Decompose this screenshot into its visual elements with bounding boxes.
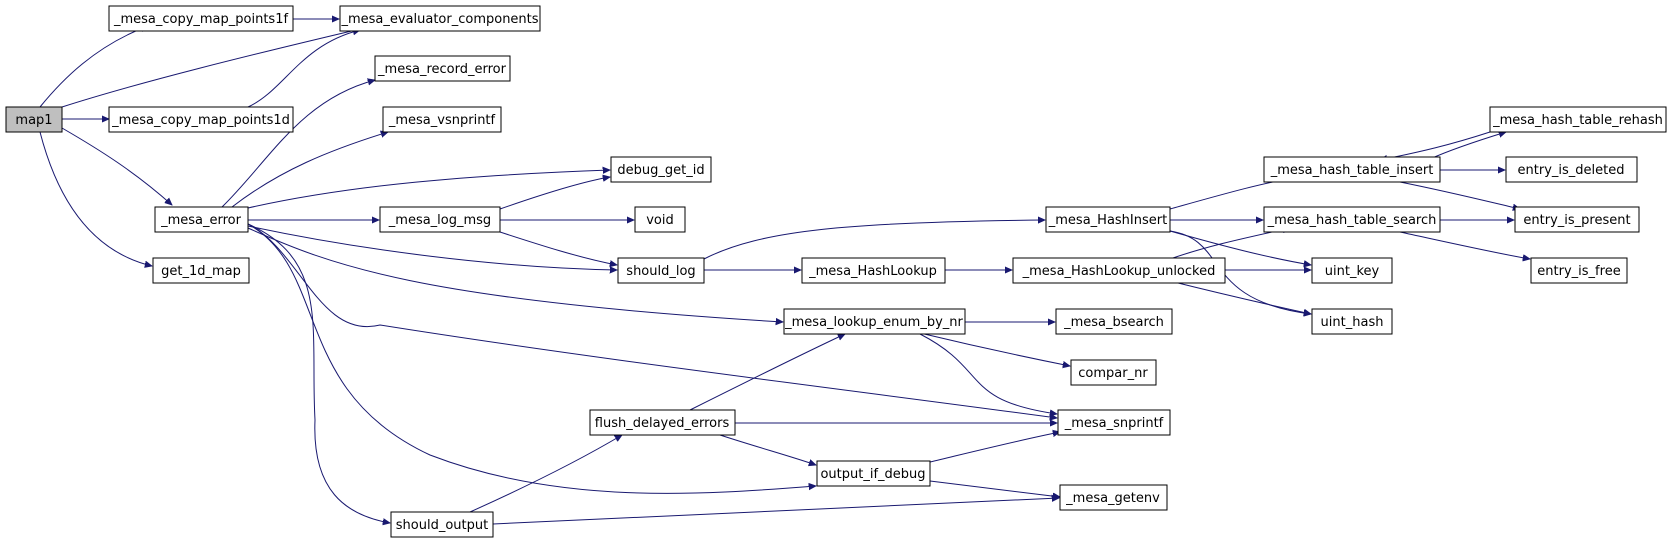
node-output-if-debug[interactable]: output_if_debug — [816, 460, 931, 487]
node-uint-hash[interactable]: uint_hash — [1311, 308, 1393, 335]
node-label: entry_is_deleted — [1518, 163, 1625, 178]
node-getenv[interactable]: _mesa_getenv — [1059, 484, 1168, 511]
node-copy-map-points1f[interactable]: _mesa_copy_map_points1f — [108, 5, 294, 32]
edge-flush-to-lookup-enum — [689, 333, 845, 411]
node-vsnprintf[interactable]: _mesa_vsnprintf — [382, 106, 502, 133]
node-log-msg[interactable]: _mesa_log_msg — [379, 206, 501, 233]
node-snprintf[interactable]: _mesa_snprintf — [1057, 409, 1171, 436]
node-label: entry_is_free — [1537, 264, 1620, 279]
edge-unlocked-to-uint-hash — [1169, 280, 1311, 314]
node-get-1d-map[interactable]: get_1d_map — [152, 257, 250, 284]
node-label: uint_key — [1325, 264, 1380, 279]
node-label: _mesa_hash_table_search — [1267, 213, 1437, 228]
edge-mesa-error-to-output-if-debug — [247, 223, 816, 494]
node-compar-nr[interactable]: compar_nr — [1070, 359, 1157, 386]
node-label: _mesa_HashLookup_unlocked — [1022, 264, 1216, 279]
edge-mesa-error-to-snprintf — [247, 223, 1057, 418]
node-label: _mesa_record_error — [377, 62, 507, 77]
node-debug-get-id[interactable]: debug_get_id — [610, 156, 712, 183]
node-copy-map-points1d[interactable]: _mesa_copy_map_points1d — [108, 106, 294, 133]
node-label: _mesa_snprintf — [1064, 416, 1164, 431]
edge-map1-to-get-1d-map — [39, 131, 152, 266]
edge-should-log-to-hash-insert — [703, 220, 1045, 260]
node-label: should_output — [396, 518, 488, 533]
edge-mesa-error-to-record-error — [221, 80, 375, 208]
node-hash-lookup-unlocked[interactable]: _mesa_HashLookup_unlocked — [1012, 257, 1226, 284]
edge-mesa-error-to-should-log — [247, 225, 617, 270]
edge-lookup-enum-to-compar-nr — [919, 332, 1070, 366]
node-label: void — [646, 213, 674, 228]
node-label: _mesa_HashLookup — [808, 264, 937, 279]
node-hash-table-rehash[interactable]: _mesa_hash_table_rehash — [1489, 106, 1667, 133]
node-label: compar_nr — [1078, 366, 1148, 381]
node-hash-insert[interactable]: _mesa_HashInsert — [1045, 206, 1171, 233]
node-should-output[interactable]: should_output — [390, 511, 494, 538]
edge-hash-insert-to-uint-key — [1169, 230, 1311, 265]
node-label: _mesa_lookup_enum_by_nr — [784, 315, 963, 330]
edge-output-debug-to-snprintf — [929, 432, 1060, 463]
node-hash-table-search[interactable]: _mesa_hash_table_search — [1263, 206, 1441, 233]
edge-should-output-to-getenv — [492, 498, 1059, 525]
node-lookup-enum-by-nr[interactable]: _mesa_lookup_enum_by_nr — [783, 308, 966, 335]
edge-output-debug-to-getenv — [929, 480, 1060, 497]
edge-should-output-to-flush — [469, 435, 622, 513]
node-label: _mesa_vsnprintf — [388, 113, 496, 128]
edge-rehash-to-table-insert — [1380, 131, 1491, 160]
nodes: map1 _mesa_copy_map_points1f _mesa_evalu… — [5, 5, 1667, 538]
node-label: entry_is_present — [1523, 213, 1630, 228]
node-label: _mesa_evaluator_components — [340, 12, 538, 27]
edge-table-search-to-entry-free — [1399, 231, 1530, 259]
edge-table-insert-to-rehash — [1429, 132, 1506, 160]
node-map1[interactable]: map1 — [5, 106, 63, 133]
node-label: map1 — [15, 113, 52, 128]
edge-mesa-error-to-lookup-enum — [247, 227, 783, 322]
edges — [39, 19, 1530, 525]
node-mesa-error[interactable]: _mesa_error — [154, 206, 249, 233]
edge-flush-to-output-if-debug — [719, 434, 816, 465]
node-flush-delayed-errors[interactable]: flush_delayed_errors — [589, 409, 736, 436]
node-label: _mesa_getenv — [1065, 491, 1160, 506]
node-label: debug_get_id — [617, 163, 704, 178]
edge-mesa-error-to-debug-get-id — [247, 170, 610, 209]
node-bsearch[interactable]: _mesa_bsearch — [1055, 308, 1173, 335]
node-label: _mesa_hash_table_insert — [1270, 163, 1434, 178]
node-label: _mesa_copy_map_points1d — [111, 113, 290, 128]
node-label: flush_delayed_errors — [595, 416, 730, 431]
node-label: uint_hash — [1321, 315, 1384, 330]
node-hash-lookup[interactable]: _mesa_HashLookup — [801, 257, 946, 284]
node-record-error[interactable]: _mesa_record_error — [374, 55, 511, 82]
node-label: _mesa_bsearch — [1063, 315, 1164, 330]
node-should-log[interactable]: should_log — [617, 257, 705, 284]
edge-log-msg-to-should-log — [499, 231, 617, 265]
node-label: get_1d_map — [161, 264, 241, 279]
node-label: _mesa_copy_map_points1f — [113, 12, 289, 27]
edge-map1-to-mesa-error — [61, 127, 172, 205]
node-entry-is-deleted[interactable]: entry_is_deleted — [1505, 156, 1638, 183]
edge-map1-to-evaluator-components — [61, 29, 360, 108]
node-label: should_log — [626, 264, 695, 279]
edge-log-msg-to-debug-get-id — [499, 177, 610, 210]
node-label: _mesa_error — [160, 213, 242, 228]
node-evaluator-components[interactable]: _mesa_evaluator_components — [339, 5, 541, 32]
node-label: _mesa_hash_table_rehash — [1492, 113, 1663, 128]
edge-unlocked-to-table-search — [1169, 228, 1290, 260]
edge-table-insert-to-entry-present — [1399, 181, 1520, 209]
edge-mesa-error-to-vsnprintf — [231, 132, 388, 208]
node-entry-is-free[interactable]: entry_is_free — [1530, 257, 1628, 284]
node-void[interactable]: void — [634, 206, 686, 233]
node-label: _mesa_HashInsert — [1048, 213, 1167, 228]
edge-map1-to-copy-map-points1f — [39, 26, 148, 108]
node-entry-is-present[interactable]: entry_is_present — [1514, 206, 1640, 233]
node-label: _mesa_log_msg — [388, 213, 491, 228]
node-hash-table-insert[interactable]: _mesa_hash_table_insert — [1263, 156, 1441, 183]
node-uint-key[interactable]: uint_key — [1311, 257, 1393, 284]
edge-copy1d-to-evaluator-components — [247, 30, 360, 108]
edge-mesa-error-to-should-output — [247, 223, 390, 523]
edge-lookup-enum-to-snprintf — [919, 333, 1057, 414]
node-label: output_if_debug — [820, 467, 925, 482]
